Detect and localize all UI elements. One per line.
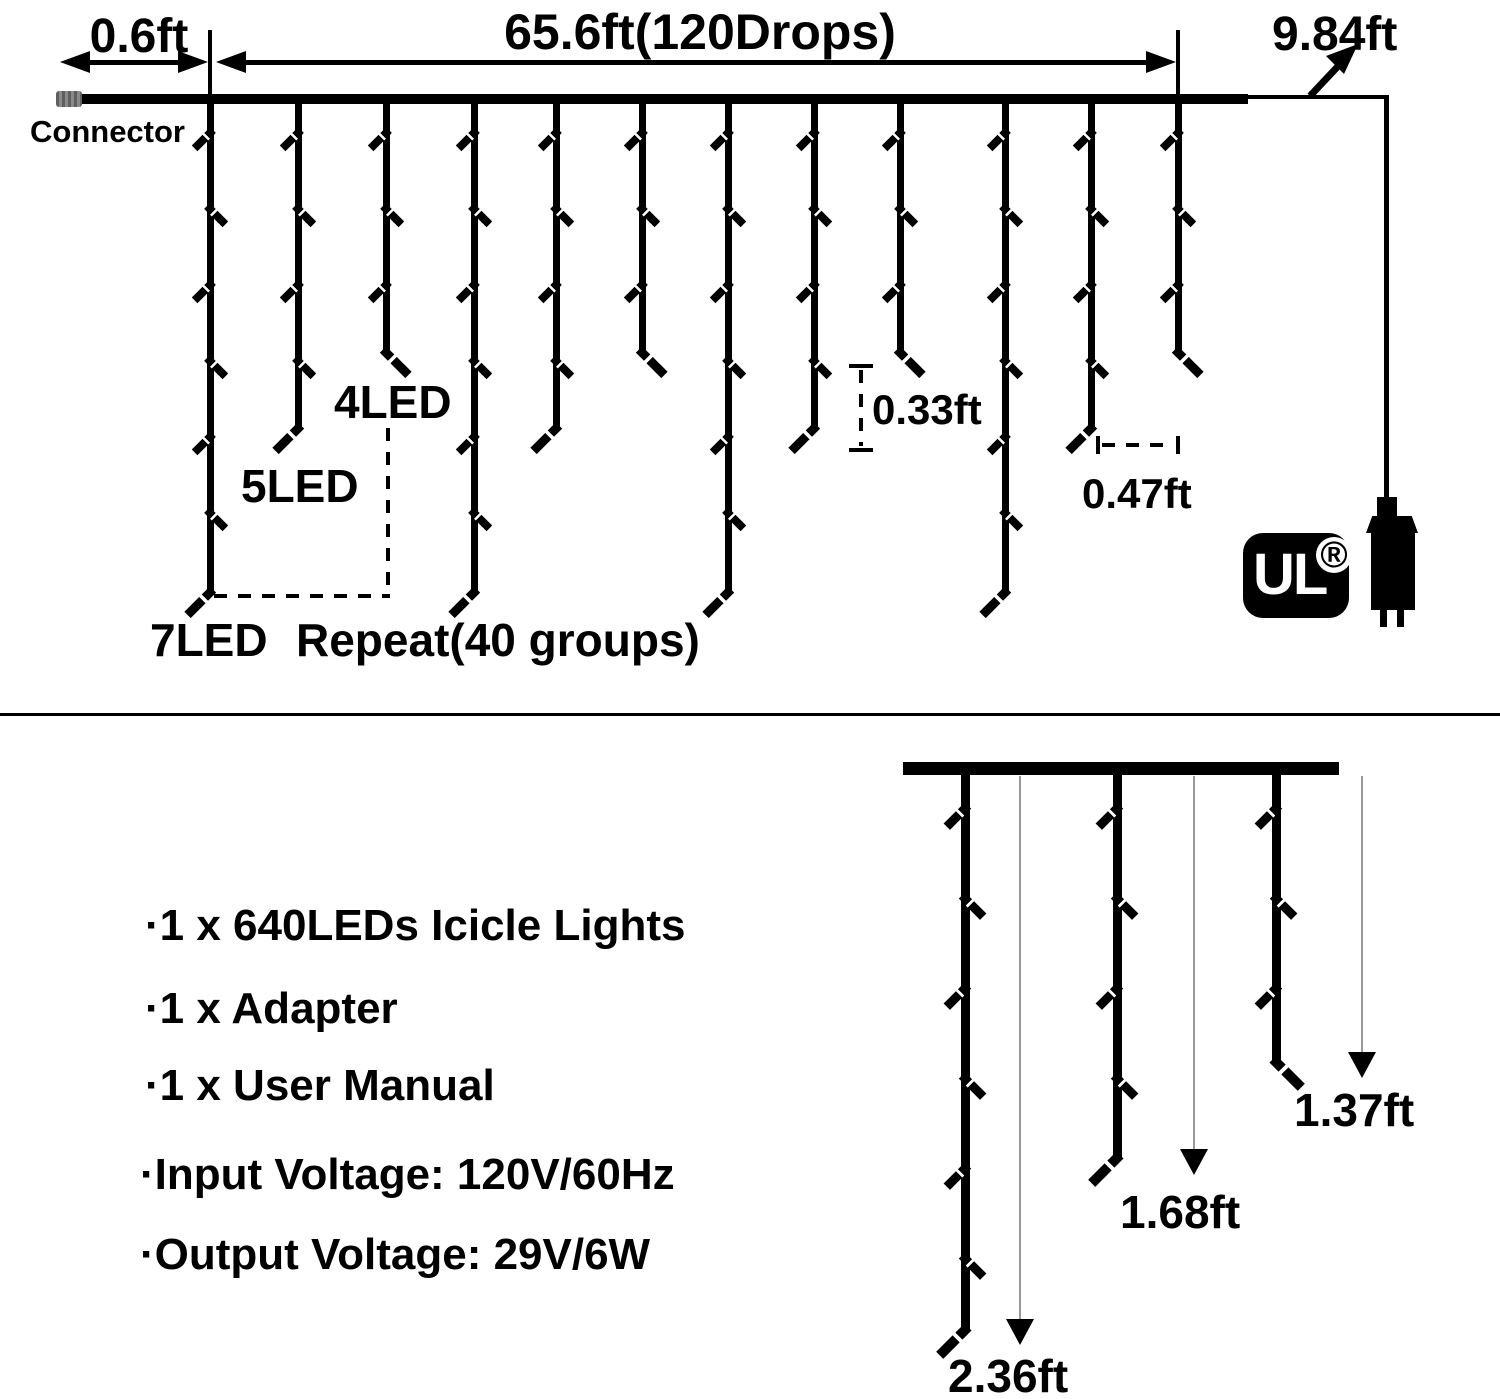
drop-wire (382, 102, 390, 352)
arrowhead-icon (60, 51, 90, 73)
drop-wire (552, 102, 560, 428)
drop-wire (1112, 773, 1122, 1158)
spec-item-output-voltage: ·Output Voltage: 29V/6W (140, 1230, 651, 1279)
drop-end-bulb-icon (1269, 1055, 1305, 1091)
drop-wire (294, 102, 302, 428)
lead-arrow-icon (1307, 44, 1358, 99)
drop-wire (896, 102, 904, 352)
depth-arrow-line (1361, 776, 1363, 1052)
drop-wire (638, 102, 646, 352)
drop-wire (206, 102, 214, 592)
drop-wire (1087, 102, 1095, 428)
lead-wire-horizontal (1246, 95, 1388, 99)
drop-end-bulb-icon (893, 345, 926, 378)
dim-main-label: 65.6ft(120Drops) (504, 4, 896, 60)
arrowhead-icon (178, 51, 208, 73)
drop-wire (960, 773, 970, 1330)
extension-tick (208, 30, 212, 98)
drop-end-bulb-icon (702, 585, 735, 618)
drop-end-bulb-icon (1065, 421, 1098, 454)
drop-end-bulb-icon (379, 345, 412, 378)
dim047-tick (1176, 436, 1180, 454)
spec-item-adapter: ·1 x Adapter (145, 984, 398, 1033)
ul-logo-text: UL (1253, 542, 1328, 607)
drop-length-label-236: 2.36ft (948, 1350, 1069, 1399)
dashed-line-horizontal (214, 594, 390, 598)
dim-left-label: 0.6ft (89, 10, 189, 63)
drop-wire (724, 102, 732, 592)
depth-arrowhead-icon (1180, 1149, 1208, 1175)
bottom-support-bar (903, 762, 1339, 775)
main-wire (70, 94, 1248, 104)
drop-end-bulb-icon (1171, 345, 1204, 378)
led-spacing-label: 0.33ft (872, 386, 982, 433)
ul-logo: UL (1243, 533, 1349, 618)
dimension-line (238, 59, 1154, 65)
plug-neck (1377, 497, 1397, 518)
drop-wire (1271, 773, 1281, 1062)
drop-end-bulb-icon (184, 585, 217, 618)
drop-end-bulb-icon (1088, 1151, 1124, 1187)
connector-plug-icon (56, 91, 82, 107)
drop-end-bulb-icon (979, 585, 1012, 618)
spec-item-input-voltage: ·Input Voltage: 120V/60Hz (140, 1150, 675, 1199)
depth-arrow-line (1193, 776, 1195, 1149)
depth-arrowhead-icon (1348, 1052, 1376, 1078)
plug-prong (1380, 610, 1387, 627)
plug-flange (1366, 516, 1418, 533)
drop-end-bulb-icon (530, 421, 563, 454)
arrowhead-icon (1146, 51, 1176, 73)
led7-label: 7LED (150, 614, 268, 666)
depth-arrowhead-icon (1006, 1319, 1034, 1345)
repeat-label: Repeat(40 groups) (296, 614, 700, 666)
drop-length-label-137: 1.37ft (1294, 1084, 1415, 1136)
lead-wire-vertical (1384, 95, 1389, 500)
drop-wire (810, 102, 818, 428)
drop-end-bulb-icon (272, 421, 305, 454)
dim-lead-label: 9.84ft (1272, 8, 1398, 61)
arrowhead-icon (216, 51, 246, 73)
dashed-line-vertical (859, 370, 863, 446)
section-divider (0, 713, 1500, 716)
spec-item-lights: ·1 x 640LEDs Icicle Lights (145, 901, 686, 950)
drop-length-label-168: 1.68ft (1120, 1186, 1241, 1238)
extension-tick (1176, 30, 1180, 98)
dim033-tick (849, 364, 873, 368)
plug-body-icon (1371, 532, 1415, 610)
drop-wire (470, 102, 478, 592)
drop-end-bulb-icon (448, 585, 481, 618)
spec-item-manual: ·1 x User Manual (145, 1061, 495, 1110)
connector-label: Connector (30, 114, 185, 149)
drop-spacing-label: 0.47ft (1082, 470, 1192, 517)
dimension-line (82, 59, 186, 65)
drop-end-bulb-icon (788, 421, 821, 454)
drop-wire (1174, 102, 1182, 352)
dashed-line-horizontal (1102, 443, 1174, 447)
led4-label: 4LED (334, 376, 452, 428)
drop-end-bulb-icon (635, 345, 668, 378)
registered-trademark-glyph: ® (1320, 534, 1348, 575)
depth-arrow-line (1019, 776, 1021, 1319)
dim033-tick (849, 448, 873, 452)
registered-trademark-icon: ® (1316, 534, 1352, 575)
dashed-line-vertical (386, 428, 390, 596)
led5-label: 5LED (241, 460, 359, 512)
drop-wire (1001, 102, 1009, 592)
plug-prong (1397, 610, 1404, 627)
dim047-tick (1096, 436, 1100, 454)
